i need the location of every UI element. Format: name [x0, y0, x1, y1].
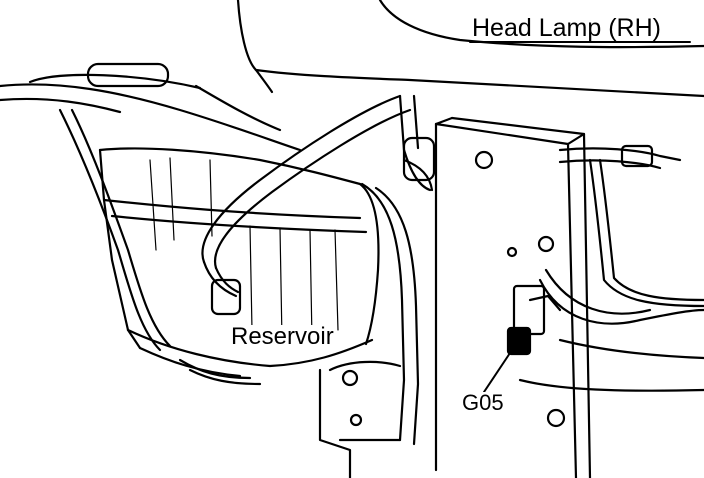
reservoir-filler-cap — [210, 278, 242, 316]
wiring-harness — [518, 144, 704, 392]
g05-leader-line — [483, 343, 517, 393]
reservoir-tank — [98, 147, 380, 386]
ground-point-label: G05 — [460, 390, 506, 415]
lower-bracket — [318, 360, 402, 478]
fender-oval-slot — [86, 62, 170, 88]
mounting-panel — [434, 116, 592, 478]
reservoir-label: Reservoir — [229, 323, 336, 350]
frame-member — [360, 94, 436, 446]
reservoir-hoses — [58, 94, 412, 352]
fender-outline — [0, 73, 302, 152]
head-lamp-label: Head Lamp (RH) — [472, 14, 661, 42]
